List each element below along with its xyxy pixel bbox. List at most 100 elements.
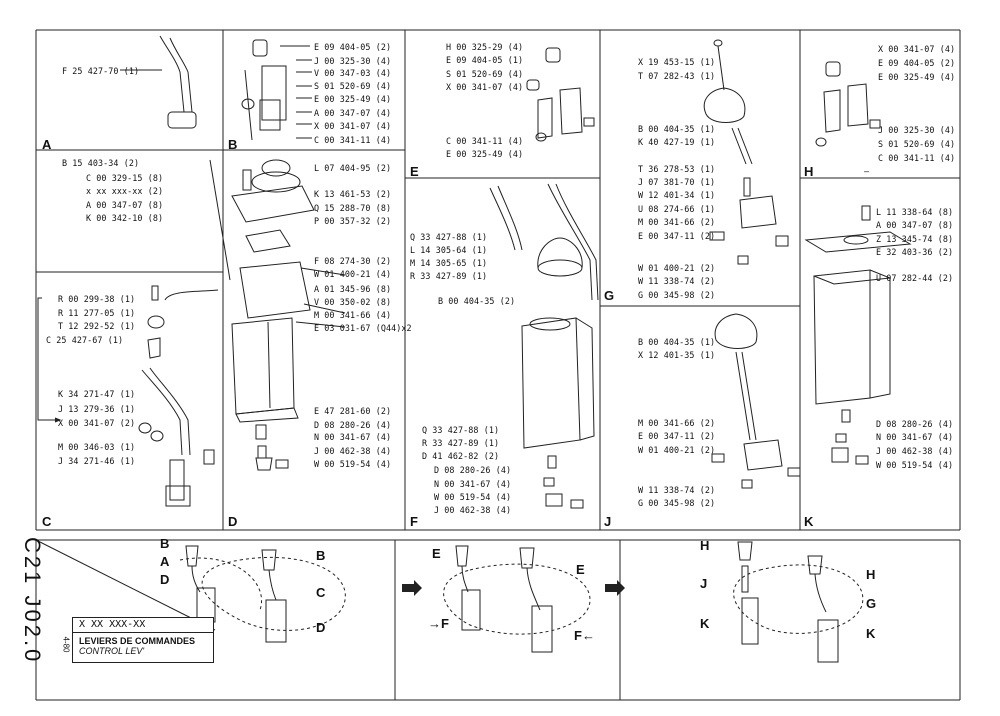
panel-tag-e: E [410, 164, 419, 179]
panel-tag-k: K [804, 514, 814, 529]
part-label: x xx xxx-xx (2) [86, 186, 164, 196]
callout-k2: K [866, 626, 876, 641]
panel-tag-j: J [604, 514, 612, 529]
part-label: E 03 031-67 (Q44)x2 [314, 323, 412, 333]
callout-g: G [866, 596, 877, 611]
callout-f: →F [428, 616, 449, 631]
callout-f2: F← [574, 628, 595, 643]
part-label: C 00 329-15 (8) [86, 173, 164, 183]
part-label: A 01 345-96 (8) [314, 284, 392, 294]
part-label: B 00 404-35 (1) [638, 337, 716, 347]
part-label: D 08 280-26 (4) [434, 465, 512, 475]
part-number: X XX XXX-XX [73, 618, 213, 633]
callout-h2: H [866, 567, 876, 582]
part-label: D 08 280-26 (4) [314, 420, 392, 430]
part-label: E 00 325-49 (4) [446, 149, 524, 159]
part-label: M 00 346-03 (1) [58, 442, 136, 452]
part-label: W 00 519-54 (4) [314, 459, 392, 469]
part-label: W 01 400-21 (2) [638, 263, 716, 273]
part-label: E 00 325-49 (4) [878, 72, 956, 82]
part-label: W 11 338-74 (2) [638, 485, 716, 495]
part-label: A 00 347-07 (8) [876, 220, 954, 230]
part-label: W 12 401-34 (1) [638, 190, 716, 200]
callout-e: E [432, 546, 441, 561]
part-label: M 00 341-66 (2) [638, 217, 716, 227]
part-label: D 41 462-82 (2) [422, 451, 500, 461]
part-label: R 00 299-38 (1) [58, 294, 136, 304]
part-label: J 07 381-70 (1) [638, 177, 716, 187]
part-label: W 00 519-54 (4) [434, 492, 512, 502]
title-block: X XX XXX-XX LEVIERS DE COMMANDES CONTROL… [72, 617, 214, 663]
panel-tag-h: H [804, 164, 814, 179]
part-label: L 07 404-95 (2) [314, 163, 392, 173]
part-label: — [864, 166, 870, 176]
part-label: J 34 271-46 (1) [58, 456, 136, 466]
part-label: U 08 274-66 (1) [638, 204, 716, 214]
callout-d: D [160, 572, 170, 587]
sheet-date: 4-80 [61, 636, 71, 653]
part-label: M 00 341-66 (4) [314, 310, 392, 320]
part-label: J 00 462-38 (4) [434, 505, 512, 515]
part-label: E 09 404-05 (2) [878, 58, 956, 68]
callout-j: J [700, 576, 708, 591]
part-label: K 40 427-19 (1) [638, 137, 716, 147]
part-label: E 00 325-49 (4) [314, 94, 392, 104]
part-label: B 00 404-35 (2) [438, 296, 516, 306]
part-label: C 00 341-11 (4) [314, 135, 392, 145]
part-label: W 01 400-21 (4) [314, 269, 392, 279]
part-label: B 00 404-35 (1) [638, 124, 716, 134]
part-label: N 00 341-67 (4) [434, 479, 512, 489]
part-label: E 32 403-36 (2) [876, 247, 954, 257]
part-label: G 00 345-98 (2) [638, 290, 716, 300]
part-label: D 08 280-26 (4) [876, 419, 954, 429]
part-label: X 00 341-07 (2) [58, 418, 136, 428]
part-label: C 25 427-67 (1) [46, 335, 124, 345]
part-label: F 08 274-30 (2) [314, 256, 392, 266]
part-label: E 09 404-05 (2) [314, 42, 392, 52]
part-label: V 00 350-02 (8) [314, 297, 392, 307]
part-label: W 01 400-21 (2) [638, 445, 716, 455]
part-label: M 00 341-66 (2) [638, 418, 716, 428]
part-label: Q 33 427-88 (1) [410, 232, 488, 242]
callout-e2: E [576, 562, 585, 577]
part-label: F 25 427-70 (1) [62, 66, 140, 76]
part-label: S 01 520-69 (4) [314, 81, 392, 91]
part-label: W 11 338-74 (2) [638, 276, 716, 286]
callout-b2: B [316, 548, 326, 563]
part-label: N 00 341-67 (4) [314, 432, 392, 442]
part-label: A 00 347-07 (4) [314, 108, 392, 118]
part-label: J 00 462-38 (4) [314, 446, 392, 456]
part-label: Q 15 288-70 (8) [314, 203, 392, 213]
part-label: R 33 427-89 (1) [422, 438, 500, 448]
callout-h: H [700, 538, 710, 553]
part-label: C 00 341-11 (4) [878, 153, 956, 163]
part-label: E 47 281-60 (2) [314, 406, 392, 416]
panel-tag-f: F [410, 514, 418, 529]
part-label: X 00 341-07 (4) [314, 121, 392, 131]
part-label: J 13 279-36 (1) [58, 404, 136, 414]
sheet-code: C21 J02.0 [18, 537, 50, 664]
part-label: J 00 325-30 (4) [878, 125, 956, 135]
part-label: N 00 341-67 (4) [876, 432, 954, 442]
part-label: K 13 461-53 (2) [314, 189, 392, 199]
part-label: V 00 347-03 (4) [314, 68, 392, 78]
part-label: C 00 341-11 (4) [446, 136, 524, 146]
panel-tag-d: D [228, 514, 238, 529]
callout-d2: D [316, 620, 326, 635]
title-french: LEVIERS DE COMMANDES [79, 636, 196, 646]
callout-b: B [160, 536, 170, 551]
part-label: X 00 341-07 (4) [878, 44, 956, 54]
part-label: R 33 427-89 (1) [410, 271, 488, 281]
title-english: CONTROL LEV' [79, 646, 145, 656]
part-label: X 00 341-07 (4) [446, 82, 524, 92]
panel-tag-g: G [604, 288, 615, 303]
part-label: S 01 520-69 (4) [446, 69, 524, 79]
panel-tag-c: C [42, 514, 52, 529]
callout-c: C [316, 585, 326, 600]
part-label: W 00 519-54 (4) [876, 460, 954, 470]
part-label: S 01 520-69 (4) [878, 139, 956, 149]
part-label: M 14 305-65 (1) [410, 258, 488, 268]
part-label: T 12 292-52 (1) [58, 321, 136, 331]
part-label: L 11 338-64 (8) [876, 207, 954, 217]
